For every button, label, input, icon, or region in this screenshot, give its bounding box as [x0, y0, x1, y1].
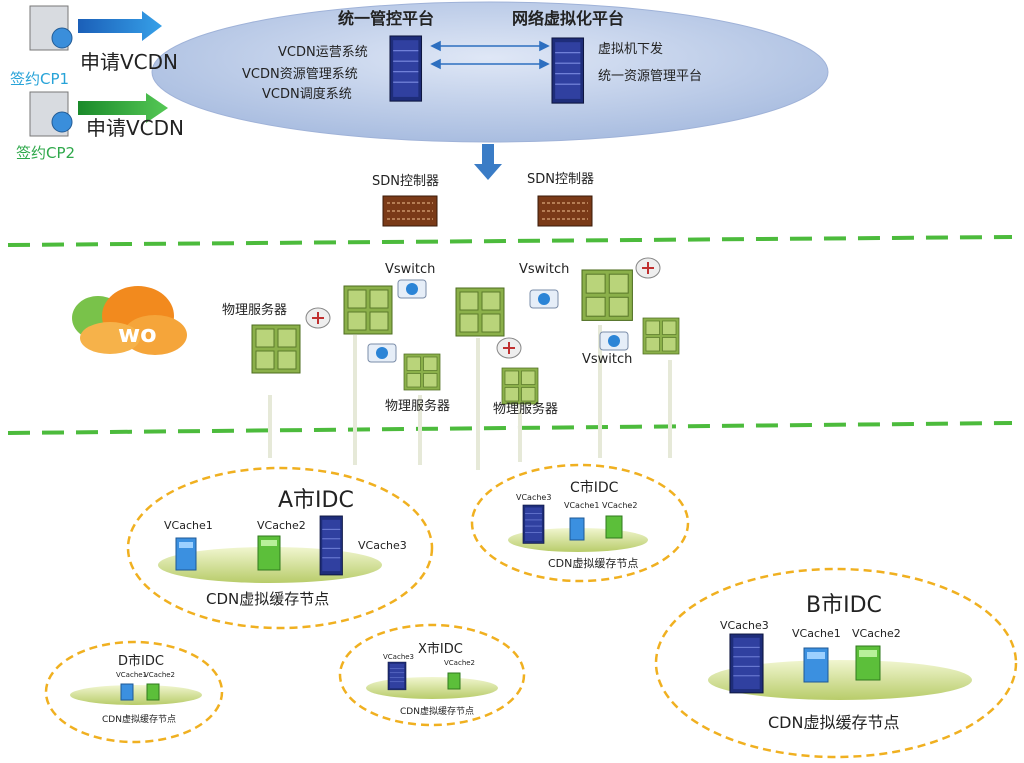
down-arrow: [474, 144, 502, 180]
idc-a-title: A市IDC: [278, 488, 354, 513]
idc-b-caption: CDN虚拟缓存节点: [768, 713, 900, 732]
vswitch-icon-1: [397, 279, 427, 299]
cp2-label: 签约CP2: [16, 144, 76, 162]
cp1-server-icon: [29, 5, 73, 51]
idc-a-caption: CDN虚拟缓存节点: [206, 590, 330, 608]
lower-dashed-divider: [7, 421, 1013, 435]
idc-b-vcache1-icon: [803, 647, 829, 683]
server-cube-5: [501, 367, 539, 405]
sdn-controller-left-icon: [382, 195, 438, 227]
idc-x-vcache2-label: VCache2: [444, 659, 476, 667]
idc-b-vcache1-label: VCache1: [792, 627, 841, 640]
control-platform-ellipse: [151, 1, 829, 143]
control-rack-right: [551, 37, 585, 104]
physical-server-label-3: 物理服务器: [493, 402, 559, 417]
control-platform-title: 统一管控平台: [338, 9, 435, 28]
idc-c-vcache2-label: VCache2: [602, 501, 638, 510]
right-item-2: 统一资源管理平台: [598, 69, 703, 84]
control-rack-left: [389, 35, 423, 102]
vswitch-icon-3: [529, 289, 559, 309]
idc-d-vcache2-icon: [146, 683, 160, 701]
idc-b-title: B市IDC: [806, 593, 882, 618]
cp1-label: 签约CP1: [10, 70, 70, 88]
idc-b-vcache3-icon: [729, 633, 764, 694]
cp1-apply-label: 申请VCDN: [80, 50, 179, 74]
idc-a-vcache1-label: VCache1: [164, 519, 213, 532]
idc-a-vcache1-icon: [175, 537, 197, 571]
idc-b-boundary: [654, 567, 1018, 759]
idc-d-vcache1-label: VCache1: [116, 671, 148, 679]
server-cube-1: [251, 324, 301, 374]
vswitch-label-2: Vswitch: [519, 262, 570, 277]
cp2-apply-label: 申请VCDN: [86, 116, 185, 140]
router-icon-1: [305, 307, 331, 329]
server-cube-3: [403, 353, 441, 391]
vswitch-label-1: Vswitch: [385, 262, 436, 277]
sdn-controller-right-icon: [537, 195, 593, 227]
idc-d-boundary: [44, 640, 224, 744]
vswitch-icon-2: [367, 343, 397, 363]
idc-a-vcache3-label: VCache3: [358, 539, 407, 552]
idc-c-boundary: [470, 463, 690, 583]
server-cube-4: [455, 287, 505, 337]
sdn-controller-right-label: SDN控制器: [527, 172, 594, 187]
server-cube-7: [642, 317, 680, 355]
idc-c-vcache1-label: VCache1: [564, 501, 600, 510]
idc-b-platform: [708, 660, 972, 700]
idc-c-title: C市IDC: [570, 480, 619, 496]
platform-link-arrows: [430, 40, 550, 70]
sdn-controller-left-label: SDN控制器: [372, 174, 439, 189]
idc-c-caption: CDN虚拟缓存节点: [548, 557, 639, 570]
virtualization-platform-title: 网络虚拟化平台: [512, 9, 625, 28]
server-connector-lines: [268, 325, 672, 470]
idc-d-platform: [70, 685, 202, 705]
idc-x-vcache2-icon: [447, 672, 461, 690]
idc-x-vcache3-label: VCache3: [383, 653, 415, 661]
idc-a-boundary: [126, 466, 434, 630]
idc-d-caption: CDN虚拟缓存节点: [102, 715, 176, 725]
idc-x-vcache3-icon: [387, 661, 407, 691]
idc-x-platform: [366, 677, 498, 699]
vswitch-label-3: Vswitch: [582, 352, 633, 367]
idc-d-vcache1-icon: [120, 683, 134, 701]
idc-a-vcache2-icon: [257, 535, 281, 571]
svg-text:wo: wo: [118, 320, 157, 348]
idc-c-vcache2-icon: [605, 515, 623, 539]
idc-x-caption: CDN虚拟缓存节点: [400, 707, 474, 717]
physical-server-label-1: 物理服务器: [222, 303, 288, 318]
idc-x-boundary: [338, 623, 526, 727]
idc-b-vcache3-label: VCache3: [720, 619, 769, 632]
idc-a-vcache2-label: VCache2: [257, 519, 306, 532]
cp2-arrow: [78, 93, 168, 123]
physical-server-label-2: 物理服务器: [385, 399, 451, 414]
idc-b-vcache2-icon: [855, 645, 881, 681]
idc-c-vcache1-icon: [569, 517, 585, 541]
left-item-3: VCDN调度系统: [262, 87, 352, 102]
idc-x-title: X市IDC: [418, 642, 463, 657]
cloud-logo-icon: wo: [72, 286, 187, 355]
left-item-1: VCDN运营系统: [278, 45, 368, 60]
right-item-1: 虚拟机下发: [598, 42, 664, 57]
cp2-server-icon: [29, 91, 73, 137]
cp1-arrow: [78, 11, 162, 41]
router-icon-3: [635, 257, 661, 279]
idc-d-title: D市IDC: [118, 654, 164, 669]
idc-b-vcache2-label: VCache2: [852, 627, 901, 640]
vswitch-icon-4: [599, 331, 629, 351]
router-icon-2: [496, 337, 522, 359]
server-cube-6: [581, 269, 633, 321]
idc-d-vcache2-label: VCache2: [144, 671, 176, 679]
server-cube-2: [343, 285, 393, 335]
upper-dashed-divider: [7, 235, 1013, 247]
idc-c-vcache3-label: VCache3: [516, 493, 552, 502]
left-item-2: VCDN资源管理系统: [242, 67, 358, 82]
idc-c-vcache3-icon: [522, 504, 545, 544]
idc-a-vcache3-icon: [319, 515, 343, 576]
